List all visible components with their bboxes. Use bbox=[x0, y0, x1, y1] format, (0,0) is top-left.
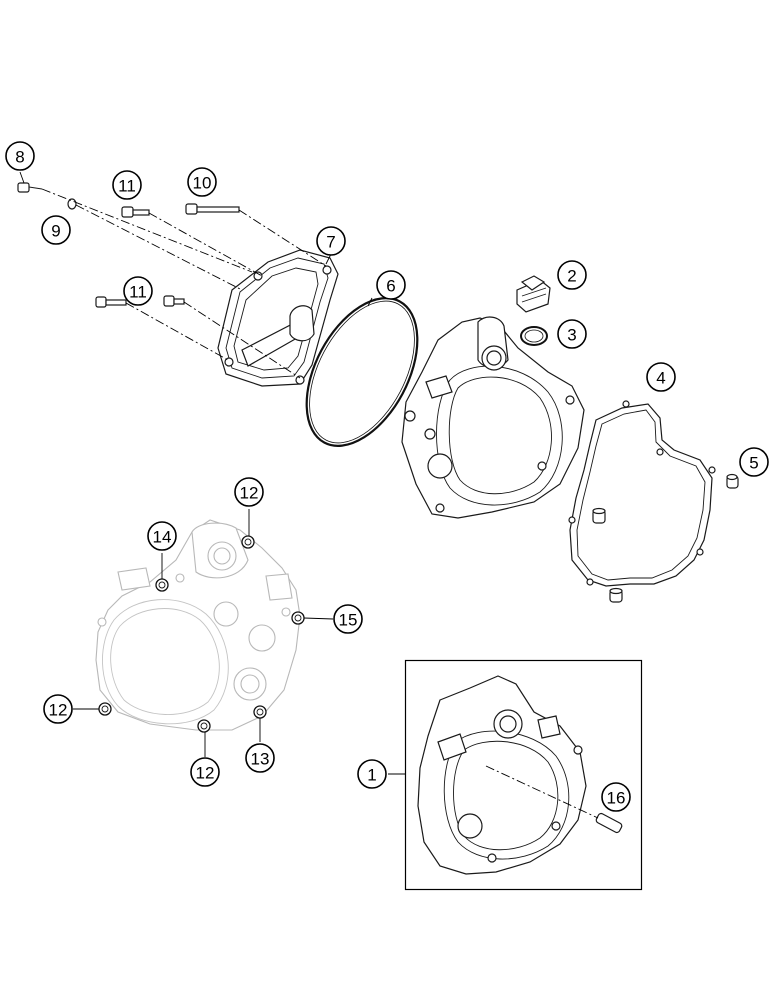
callout-1: 1 bbox=[357, 759, 387, 789]
svg-text:8: 8 bbox=[15, 148, 24, 167]
callout-16: 16 bbox=[601, 782, 631, 812]
dowel-gasket-a bbox=[592, 507, 606, 524]
svg-text:10: 10 bbox=[193, 174, 212, 193]
callout-9: 9 bbox=[41, 215, 71, 245]
outer-cover-part-7 bbox=[217, 249, 339, 387]
callout-11-upper: 11 bbox=[112, 170, 142, 200]
callout-15: 15 bbox=[333, 604, 363, 634]
nut-part-12-top bbox=[241, 535, 255, 549]
nut-part-15 bbox=[291, 611, 305, 625]
bolt-part-10 bbox=[185, 203, 240, 215]
cover-reference-ghost bbox=[95, 519, 301, 731]
callout-2: 2 bbox=[557, 260, 587, 290]
dowel-gasket-b bbox=[609, 587, 623, 603]
callout-10: 10 bbox=[187, 167, 217, 197]
svg-text:13: 13 bbox=[251, 750, 270, 769]
svg-text:11: 11 bbox=[118, 177, 136, 196]
svg-text:4: 4 bbox=[656, 369, 665, 388]
clutch-cover-assembled bbox=[417, 675, 587, 875]
callout-7: 7 bbox=[316, 226, 346, 256]
washer-part-9 bbox=[67, 198, 77, 210]
bolt-part-11-lower-b bbox=[163, 295, 185, 307]
svg-text:1: 1 bbox=[367, 766, 376, 785]
svg-text:11: 11 bbox=[129, 283, 147, 302]
plug-part-2 bbox=[516, 275, 551, 313]
pin-part-16 bbox=[595, 812, 623, 834]
inset-frame bbox=[404, 659, 643, 891]
svg-text:6: 6 bbox=[386, 277, 395, 296]
callout-13: 13 bbox=[245, 743, 275, 773]
screw-part-8 bbox=[17, 182, 43, 193]
svg-text:9: 9 bbox=[51, 222, 60, 241]
svg-text:2: 2 bbox=[567, 267, 576, 286]
bolt-part-11-lower-a bbox=[95, 296, 127, 308]
svg-text:16: 16 bbox=[607, 789, 626, 808]
bolt-part-11-upper bbox=[121, 206, 150, 218]
dowel-part-5 bbox=[726, 473, 739, 489]
svg-text:12: 12 bbox=[196, 764, 215, 783]
gasket-part-4 bbox=[568, 400, 716, 587]
o-ring-part-6 bbox=[305, 297, 419, 447]
callout-3: 3 bbox=[557, 319, 587, 349]
callout-8: 8 bbox=[5, 141, 35, 171]
seal-ring-part-3 bbox=[520, 326, 548, 346]
callout-5: 5 bbox=[739, 447, 769, 477]
callout-11-lower: 11 bbox=[123, 276, 153, 306]
nut-part-13 bbox=[253, 705, 267, 719]
svg-text:15: 15 bbox=[339, 611, 358, 630]
svg-text:5: 5 bbox=[749, 454, 758, 473]
callout-12-left: 12 bbox=[43, 694, 73, 724]
callout-12-bottom: 12 bbox=[190, 757, 220, 787]
svg-text:12: 12 bbox=[240, 484, 259, 503]
clutch-cover-exploded bbox=[401, 316, 585, 519]
callout-14: 14 bbox=[147, 521, 177, 551]
callout-6: 6 bbox=[376, 270, 406, 300]
nut-part-12-bottom bbox=[197, 719, 211, 733]
svg-text:3: 3 bbox=[567, 326, 576, 345]
svg-text:7: 7 bbox=[326, 233, 335, 252]
nut-part-12-left bbox=[98, 702, 112, 716]
callout-12-top: 12 bbox=[234, 477, 264, 507]
svg-text:12: 12 bbox=[49, 701, 68, 720]
nut-part-14 bbox=[155, 578, 169, 592]
callout-4: 4 bbox=[646, 362, 676, 392]
svg-text:14: 14 bbox=[153, 528, 172, 547]
